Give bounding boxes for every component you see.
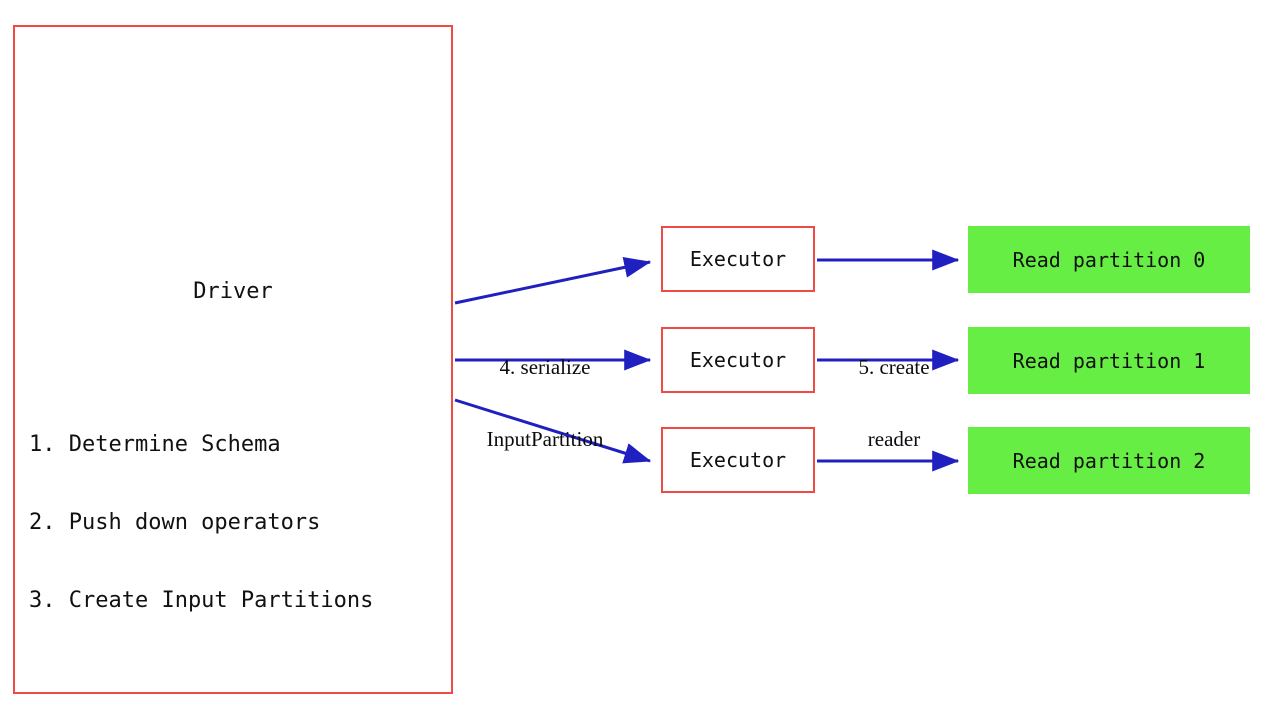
driver-step-1: 1. Determine Schema xyxy=(29,432,281,457)
arrow-driver-to-executor-1 xyxy=(454,257,652,305)
executor-box-3[interactable]: Executor xyxy=(661,427,815,493)
edge-label-serialize-line-1: 4. serialize xyxy=(499,355,591,379)
edge-label-serialize: 4. serialize InputPartition xyxy=(455,307,635,499)
read-partition-box-2[interactable]: Read partition 2 xyxy=(968,427,1250,494)
edge-label-create-reader-line-1: 5. create xyxy=(858,355,930,379)
read-partition-box-1[interactable]: Read partition 1 xyxy=(968,327,1250,394)
executor-box-2[interactable]: Executor xyxy=(661,327,815,393)
read-partition-box-0[interactable]: Read partition 0 xyxy=(968,226,1250,293)
edge-label-create-reader-line-2: reader xyxy=(867,427,921,451)
executor-box-1[interactable]: Executor xyxy=(661,226,815,292)
driver-step-2: 2. Push down operators xyxy=(29,510,321,535)
driver-title: Driver xyxy=(193,279,273,304)
driver-steps-list: 1. Determine Schema 2. Push down operato… xyxy=(29,380,373,666)
edge-label-serialize-line-2: InputPartition xyxy=(486,427,604,451)
edge-label-create-reader: 5. create reader xyxy=(828,307,960,499)
driver-step-3: 3. Create Input Partitions xyxy=(29,588,374,613)
driver-box[interactable]: Driver 1. Determine Schema 2. Push down … xyxy=(13,25,453,694)
